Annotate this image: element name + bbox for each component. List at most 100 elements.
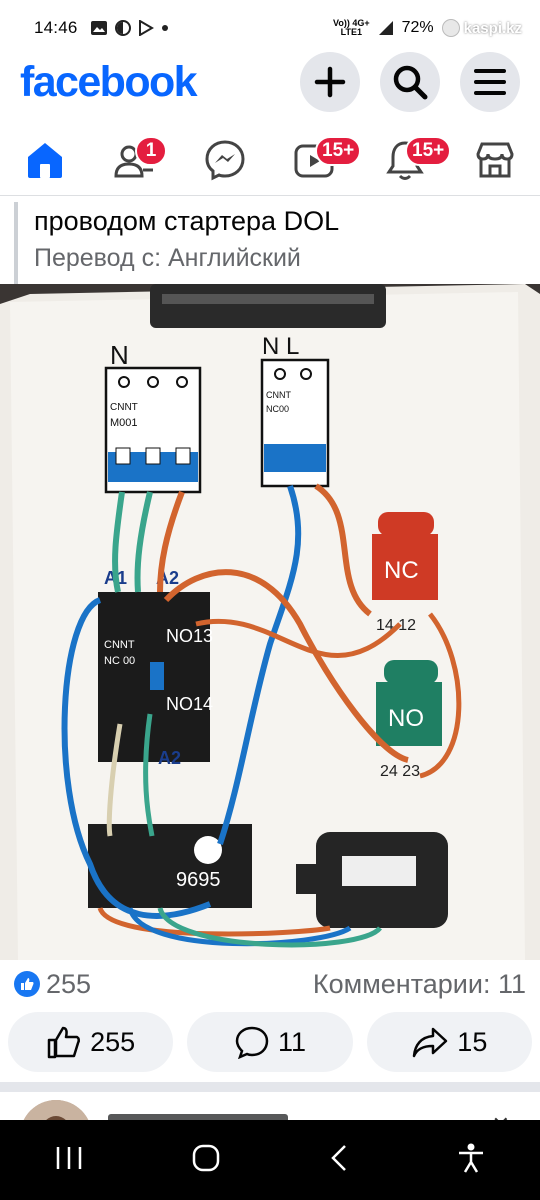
wire-green-2 bbox=[134, 491, 153, 593]
no-button-cap bbox=[384, 660, 438, 684]
breaker1-label: N bbox=[110, 340, 129, 370]
kaspi-watermark: kaspi.kz bbox=[441, 19, 522, 37]
wire-orange-3 bbox=[195, 618, 402, 658]
recent-apps-button[interactable] bbox=[54, 1145, 84, 1176]
overload-dial bbox=[194, 836, 222, 864]
comment-icon bbox=[235, 1026, 269, 1059]
breaker1-brand: CNNT bbox=[110, 402, 138, 413]
accessibility-icon bbox=[459, 1143, 484, 1173]
comment-button[interactable]: 11 bbox=[187, 1012, 353, 1072]
wire-orange-2 bbox=[163, 569, 409, 763]
messenger-icon bbox=[205, 139, 245, 180]
video-badge: 15+ bbox=[315, 135, 362, 166]
next-post-header: ✕ bbox=[0, 1092, 540, 1120]
wire-green-1 bbox=[112, 491, 125, 593]
avatar-image bbox=[20, 1100, 92, 1120]
thumbs-up-small-icon bbox=[21, 978, 34, 990]
tab-notifications[interactable]: 15+ bbox=[375, 130, 452, 190]
wire-beige bbox=[106, 723, 123, 837]
home-system-button[interactable] bbox=[191, 1143, 221, 1178]
network-indicator: Vo)) 4G+ LTE1 bbox=[333, 19, 370, 37]
accessibility-button[interactable] bbox=[456, 1142, 486, 1179]
wiring-diagram-photo: N CNNT M001 N L CNNT NC00 A1 A2 CNNT NC … bbox=[0, 284, 540, 960]
breaker2-brand: CNNT bbox=[266, 390, 291, 400]
tab-marketplace[interactable] bbox=[465, 130, 525, 190]
clipboard-clip bbox=[150, 284, 386, 328]
post-image[interactable]: N CNNT M001 N L CNNT NC00 A1 A2 CNNT NC … bbox=[0, 284, 540, 960]
like-reaction-icon bbox=[14, 971, 40, 997]
system-navigation-bar bbox=[0, 1120, 540, 1200]
no-terminals: 24 23 bbox=[380, 763, 420, 780]
more-options-icon[interactable]: ✕ bbox=[492, 1112, 510, 1120]
contactor-brand: CNNT bbox=[104, 639, 135, 651]
search-button[interactable] bbox=[380, 52, 440, 112]
post-caption: проводом стартера DOL bbox=[34, 206, 340, 236]
breaker1-lever bbox=[175, 447, 191, 465]
play-store-icon bbox=[138, 20, 154, 36]
motor-shaft bbox=[296, 864, 320, 894]
reactions-summary: 255 Комментарии: 11 bbox=[14, 962, 526, 1006]
motor-nameplate bbox=[342, 856, 416, 886]
comment-button-count: 11 bbox=[277, 1026, 306, 1057]
like-button[interactable]: 255 bbox=[8, 1012, 174, 1072]
nc-button-cap bbox=[378, 512, 434, 536]
kaspi-logo-icon bbox=[441, 19, 460, 37]
create-button[interactable] bbox=[300, 52, 360, 112]
breaker1-terminal bbox=[176, 376, 188, 388]
breaker2-terminal bbox=[274, 368, 286, 380]
share-button[interactable]: 15 bbox=[366, 1012, 532, 1072]
tab-home[interactable] bbox=[15, 130, 75, 190]
search-icon bbox=[393, 65, 428, 100]
breaker2-model: NC00 bbox=[266, 404, 289, 414]
dot-icon bbox=[161, 25, 168, 31]
breaker2-terminal bbox=[300, 368, 312, 380]
home-circle-icon bbox=[193, 1144, 220, 1171]
post-text: проводом стартера DOL Перевод с: Английс… bbox=[14, 202, 540, 284]
friends-badge: 1 bbox=[135, 135, 167, 166]
nc-button-body bbox=[372, 534, 438, 600]
tab-messenger[interactable] bbox=[195, 130, 255, 190]
contactor-indicator bbox=[150, 662, 164, 690]
back-chevron-icon bbox=[330, 1144, 346, 1171]
wire-orange-1 bbox=[157, 490, 185, 593]
overload-relay-body bbox=[88, 824, 252, 908]
status-time: 14:46 bbox=[34, 18, 78, 37]
contactor-no13: NO13 bbox=[166, 626, 213, 646]
avatar[interactable] bbox=[20, 1100, 92, 1120]
home-icon bbox=[28, 142, 62, 178]
back-button[interactable] bbox=[329, 1143, 349, 1178]
tab-video[interactable]: 15+ bbox=[285, 130, 362, 190]
clipboard-clip-bar bbox=[162, 294, 374, 304]
menu-button[interactable] bbox=[460, 52, 520, 112]
tab-friends[interactable]: 1 bbox=[105, 130, 167, 190]
comments-count[interactable]: Комментарии: 11 bbox=[312, 968, 526, 999]
breaker2-switch-strip bbox=[264, 444, 326, 472]
battery-percent: 72% bbox=[401, 19, 434, 36]
contactor-no14: NO14 bbox=[166, 694, 213, 714]
contactor-model: NC 00 bbox=[104, 655, 135, 667]
network-bottom-label: LTE1 bbox=[340, 27, 362, 37]
signal-icon bbox=[378, 21, 393, 35]
wire-blue-neutral bbox=[217, 485, 302, 845]
no-button-body bbox=[376, 682, 442, 746]
header-actions bbox=[300, 52, 520, 112]
wire-blue-coil bbox=[61, 597, 212, 919]
wire-orange-live bbox=[314, 483, 372, 617]
status-bar: 14:46 Vo)) 4G+ LTE1 72% kaspi.kz bbox=[0, 0, 540, 56]
breaker1-terminal bbox=[147, 376, 159, 388]
like-button-count: 255 bbox=[90, 1026, 136, 1057]
wire-orange-motor bbox=[97, 906, 331, 937]
hamburger-menu-icon bbox=[474, 69, 506, 95]
wire-orange-4 bbox=[419, 612, 462, 779]
share-button-count: 15 bbox=[457, 1026, 488, 1057]
feed-separator bbox=[0, 1082, 540, 1092]
notifications-badge: 15+ bbox=[405, 135, 452, 166]
likes-count[interactable]: 255 bbox=[46, 968, 92, 999]
app-header: facebook bbox=[0, 50, 540, 114]
next-post-author-placeholder[interactable] bbox=[108, 1114, 288, 1120]
overload-number: 9695 bbox=[176, 869, 221, 891]
translation-link[interactable]: Перевод с: Английский bbox=[34, 244, 301, 272]
breaker1-model: M001 bbox=[110, 417, 138, 429]
facebook-logo[interactable]: facebook bbox=[20, 57, 198, 106]
wire-green-motor bbox=[157, 907, 382, 948]
